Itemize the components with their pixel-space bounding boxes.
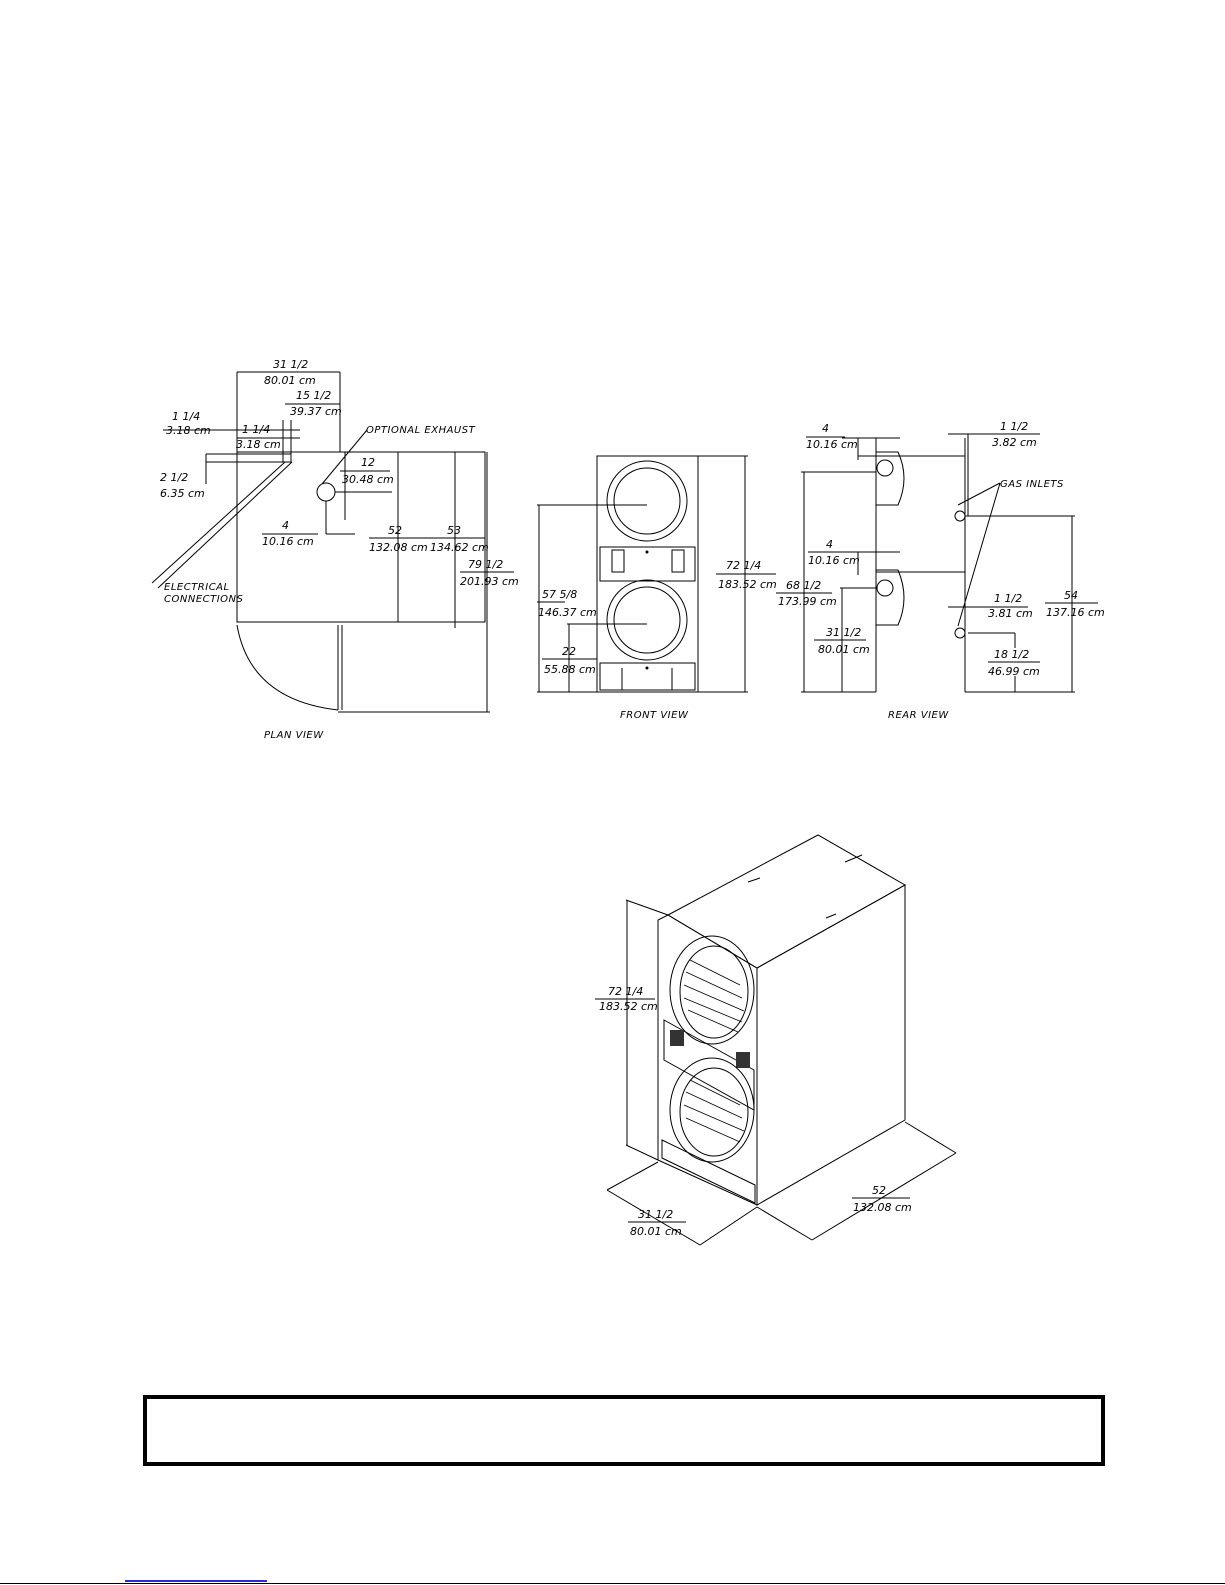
plan-depth3-in: 79 1/2	[468, 558, 503, 571]
plan-exhaust-d-cm: 10.16 cm	[262, 535, 314, 548]
plan-depth-cm: 132.08 cm	[369, 541, 428, 554]
plan-door-swing-arc	[236, 624, 339, 711]
rear-gas-inlet-upper	[954, 510, 966, 522]
front-lower-door	[606, 579, 688, 661]
plan-exhaust-y-in: 12	[361, 456, 375, 469]
rear-upper-exhaust	[876, 459, 894, 477]
iso-lower-door	[669, 1057, 755, 1163]
rear-lower-exhaust	[876, 579, 894, 597]
plan-depth-in: 52	[388, 524, 402, 537]
plan-depth2-in: 53	[447, 524, 461, 537]
rear-gas-floor-cm: 46.99 cm	[988, 665, 1040, 678]
front-view-title: FRONT VIEW	[620, 710, 689, 721]
front-height-in: 72 1/4	[726, 559, 761, 572]
iso-height-in: 72 1/4	[608, 985, 643, 998]
iso-height-cm: 183.52 cm	[599, 1000, 658, 1013]
plan-exhaust-circle	[316, 482, 336, 502]
rear-height-in: 68 1/2	[786, 579, 821, 592]
plan-electrical-label-2: CONNECTIONS	[164, 594, 244, 605]
rear-gas-top-cm: 3.82 cm	[992, 436, 1037, 449]
plan-cabinet-outline	[236, 451, 486, 623]
front-upper-in: 57 5/8	[542, 588, 577, 601]
plan-exhaust-x-in: 15 1/2	[296, 389, 331, 402]
rear-lower-exhaust-bracket	[876, 569, 905, 626]
rear-gas-low-cm: 3.81 cm	[988, 607, 1033, 620]
iso-base-panel	[661, 1139, 756, 1204]
plan-elec-a-in: 1 1/4	[172, 410, 200, 423]
plan-depth3-cm: 201.93 cm	[460, 575, 519, 588]
iso-side-face	[756, 884, 906, 1206]
iso-upper-door	[669, 935, 755, 1045]
iso-depth-cm: 132.08 cm	[853, 1201, 912, 1214]
plan-width-cm: 80.01 cm	[264, 374, 316, 387]
rear-mid-cm: 10.16 cm	[808, 554, 860, 567]
front-upper-cm: 146.37 cm	[538, 606, 597, 619]
front-lower-cm: 55.88 cm	[544, 663, 596, 676]
rear-view-title: REAR VIEW	[888, 710, 949, 721]
front-coin-slot-right	[671, 549, 685, 573]
notice-box	[143, 1395, 1105, 1466]
plan-exhaust-y-cm: 30.48 cm	[342, 473, 394, 486]
front-view: 72 1/4 183.52 cm 57 5/8 146.37 cm 22 55.…	[537, 455, 777, 721]
rear-gas-low-in: 1 1/2	[994, 592, 1022, 605]
front-control-panel	[599, 546, 696, 582]
rear-upper-exhaust-bracket	[876, 451, 905, 506]
rear-gas-inlet-lower	[954, 627, 966, 639]
rear-gas-top-in: 1 1/2	[1000, 420, 1028, 433]
isometric-view: 72 1/4 183.52 cm 31 1/2 80.01 cm 52 132.…	[595, 834, 957, 1246]
footer-rule	[0, 1583, 1225, 1584]
rear-low-in: 31 1/2	[826, 626, 861, 639]
front-height-cm: 183.52 cm	[718, 578, 777, 591]
front-lint-panel	[599, 662, 696, 691]
plan-elec-c-in: 2 1/2	[160, 471, 188, 484]
plan-elec-b-in: 1 1/4	[242, 423, 270, 436]
front-cabinet-outline	[596, 455, 699, 693]
plan-exhaust-d-in: 4	[282, 519, 289, 532]
front-lower-in: 22	[562, 645, 576, 658]
rear-top-in: 4	[822, 422, 829, 435]
rear-mid-in: 4	[826, 538, 833, 551]
iso-width-in: 31 1/2	[638, 1208, 673, 1221]
plan-exhaust-x-cm: 39.37 cm	[290, 405, 342, 418]
front-upper-door	[606, 460, 688, 542]
footer-link-underline[interactable]	[125, 1580, 267, 1582]
iso-front-face	[657, 914, 758, 1206]
plan-view: 31 1/2 80.01 cm 15 1/2 39.37 cm 1 1/4 3.…	[151, 358, 519, 741]
rear-gas-floor-in: 18 1/2	[994, 648, 1029, 661]
plan-elec-c-cm: 6.35 cm	[160, 487, 205, 500]
plan-depth2-cm: 134.62 cm	[430, 541, 489, 554]
plan-width-in: 31 1/2	[273, 358, 308, 371]
rear-top-cm: 10.16 cm	[806, 438, 858, 451]
plan-view-title: PLAN VIEW	[264, 730, 324, 741]
plan-elec-b-cm: 3.18 cm	[236, 438, 281, 451]
rear-gas-h-in: 54	[1064, 589, 1078, 602]
front-coin-slot-left	[611, 549, 625, 573]
rear-view: GAS INLETS 4 10.16 cm 4 10.16 cm 1 1/2 3…	[776, 420, 1105, 721]
iso-width-cm: 80.01 cm	[630, 1225, 682, 1238]
iso-depth-in: 52	[872, 1184, 886, 1197]
plan-optional-exhaust-label: OPTIONAL EXHAUST	[366, 425, 476, 436]
rear-gas-inlets-label: GAS INLETS	[1000, 479, 1064, 490]
plan-electrical-label-1: ELECTRICAL	[164, 582, 230, 593]
rear-height-cm: 173.99 cm	[778, 595, 837, 608]
plan-elec-a-cm: 3.18 cm	[166, 424, 211, 437]
rear-low-cm: 80.01 cm	[818, 643, 870, 656]
rear-gas-h-cm: 137.16 cm	[1046, 606, 1105, 619]
